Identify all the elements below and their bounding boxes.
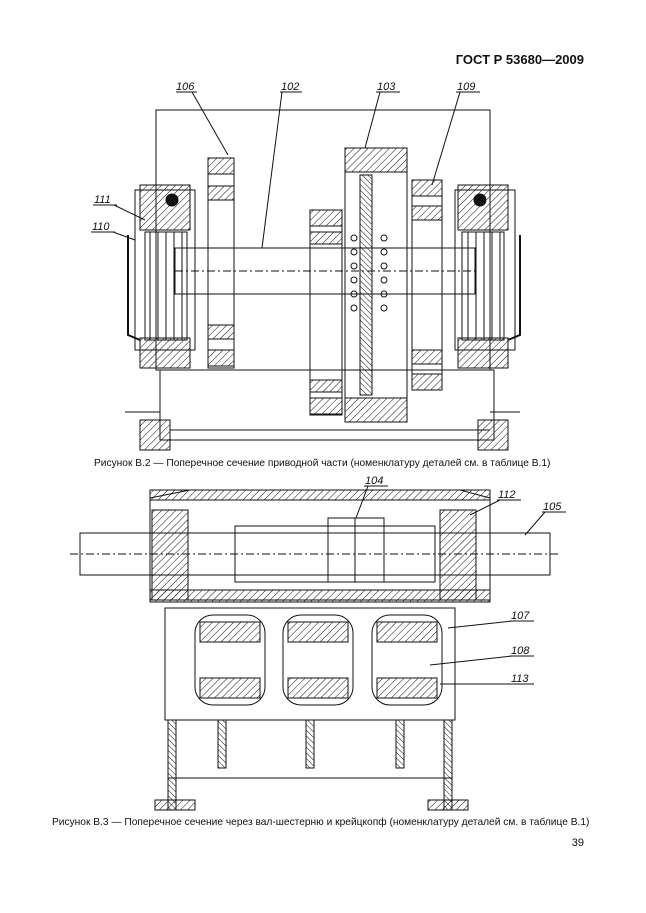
label-111: 111 [94,194,111,206]
crosshead-3 [371,614,443,706]
label-109: 109 [457,81,475,93]
crosshead-housing [149,489,491,601]
label-108: 108 [511,645,530,657]
label-113: 113 [511,673,529,685]
figure-b2-caption: Рисунок В.2 — Поперечное сечение приводн… [94,458,551,469]
figure-b3-drawing [70,485,566,811]
label-110: 110 [92,221,110,233]
base-frame [159,369,495,441]
label-104: 104 [365,475,383,487]
figure-b2-drawing [91,91,521,451]
figure-b2-labels: 106 102 103 109 111 110 [92,81,475,233]
document-standard-header: ГОСТ Р 53680—2009 [455,52,584,67]
gear-103 [344,147,408,423]
page-number: 39 [571,837,584,849]
figure-b3-caption: Рисунок В.3 — Поперечное сечение через в… [52,817,590,828]
crosshead-2 [282,614,354,706]
figure-b3-labels: 104 112 105 107 108 113 [365,475,562,685]
label-103: 103 [377,81,396,93]
label-107: 107 [511,610,530,622]
label-112: 112 [498,489,516,501]
label-106: 106 [176,81,195,93]
shaft-coupling [327,517,385,583]
crosshead-1 [194,614,266,706]
label-102: 102 [281,81,299,93]
label-105: 105 [543,501,562,513]
